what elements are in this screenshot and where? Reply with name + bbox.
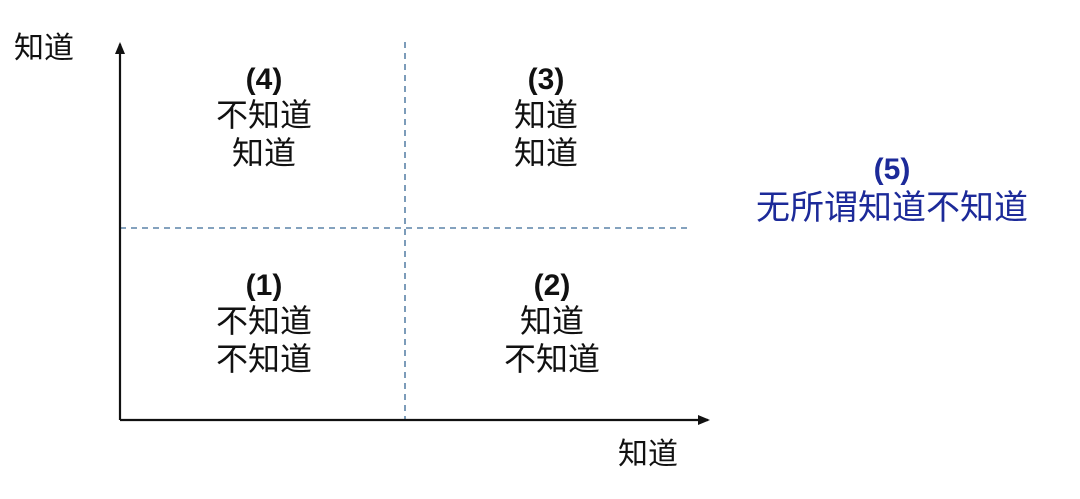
quadrant-2-line-1: 知道 [519, 302, 584, 341]
quadrant-3: (3) 知道 知道 [456, 62, 636, 173]
quadrant-1-number: (1) [245, 269, 283, 302]
outside-category-text: 无所谓知道不知道 [756, 188, 1028, 228]
outside-category-number: (5) [873, 153, 911, 186]
outside-category-note: (5) 无所谓知道不知道 [722, 152, 1062, 229]
y-axis-label: 知道 [14, 31, 74, 66]
quadrant-4-number: (4) [245, 63, 283, 96]
quadrant-4-line-2: 知道 [231, 134, 296, 173]
quadrant-3-number: (3) [527, 63, 565, 96]
x-axis-label: 知道 [618, 437, 678, 472]
quadrant-4-line-1: 不知道 [215, 96, 312, 135]
quadrant-2: (2) 知道 不知道 [462, 268, 642, 379]
quadrant-1-line-2: 不知道 [215, 340, 312, 379]
quadrant-1-line-1: 不知道 [215, 302, 312, 341]
quadrant-3-line-1: 知道 [513, 96, 578, 135]
quadrant-1: (1) 不知道 不知道 [174, 268, 354, 379]
quadrant-2-line-2: 不知道 [503, 340, 600, 379]
quadrant-2-number: (2) [533, 269, 571, 302]
quadrant-4: (4) 不知道 知道 [174, 62, 354, 173]
quadrant-3-line-2: 知道 [513, 134, 578, 173]
